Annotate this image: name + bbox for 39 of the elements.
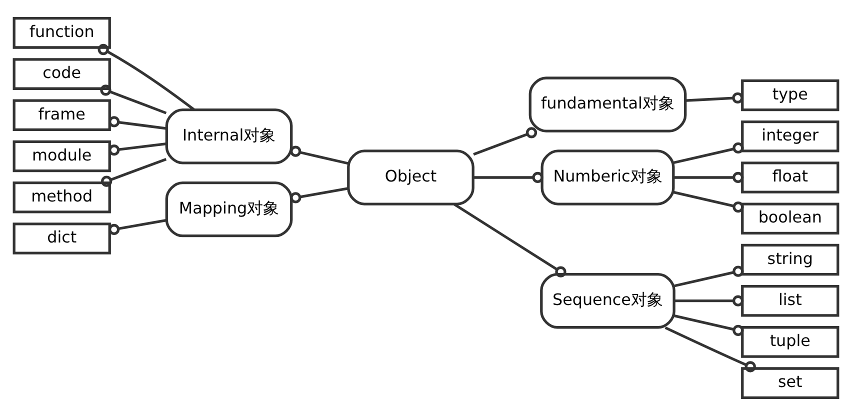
- connector: [454, 203, 566, 278]
- node-box: function: [12, 16, 111, 49]
- node-box: string: [741, 244, 840, 276]
- connector: [674, 314, 744, 336]
- node-box: list: [741, 284, 840, 317]
- connector: [101, 158, 167, 187]
- node-box: set: [741, 367, 840, 400]
- node-box: Internal对象: [165, 108, 293, 164]
- connector: [98, 44, 195, 111]
- connector: [674, 266, 744, 288]
- node-box: Object: [347, 150, 474, 206]
- node-box: Numberic对象: [540, 150, 675, 206]
- connector: [108, 116, 166, 130]
- node-box: integer: [741, 120, 840, 152]
- connector: [673, 142, 744, 164]
- node-box: type: [741, 79, 840, 112]
- connector: [674, 295, 744, 306]
- node-box: frame: [12, 99, 111, 132]
- connector: [100, 84, 167, 114]
- node-box: Mapping对象: [165, 181, 293, 238]
- node-box: tuple: [741, 326, 840, 358]
- connector: [290, 187, 348, 204]
- connector: [673, 172, 744, 184]
- node-box: fundamental对象: [528, 76, 687, 132]
- node-box: float: [741, 162, 840, 194]
- connector: [108, 218, 166, 236]
- node-box: method: [12, 181, 111, 214]
- connector: [673, 190, 744, 213]
- node-box: Sequence对象: [540, 273, 676, 329]
- connector: [474, 172, 544, 184]
- connector: [290, 146, 348, 165]
- node-box: boolean: [741, 202, 840, 235]
- connector: [108, 142, 166, 156]
- node-box: module: [12, 140, 111, 172]
- node-box: code: [12, 58, 111, 90]
- node-box: dict: [12, 222, 111, 254]
- connector: [473, 127, 538, 156]
- connector: [664, 326, 756, 372]
- connector: [686, 92, 744, 104]
